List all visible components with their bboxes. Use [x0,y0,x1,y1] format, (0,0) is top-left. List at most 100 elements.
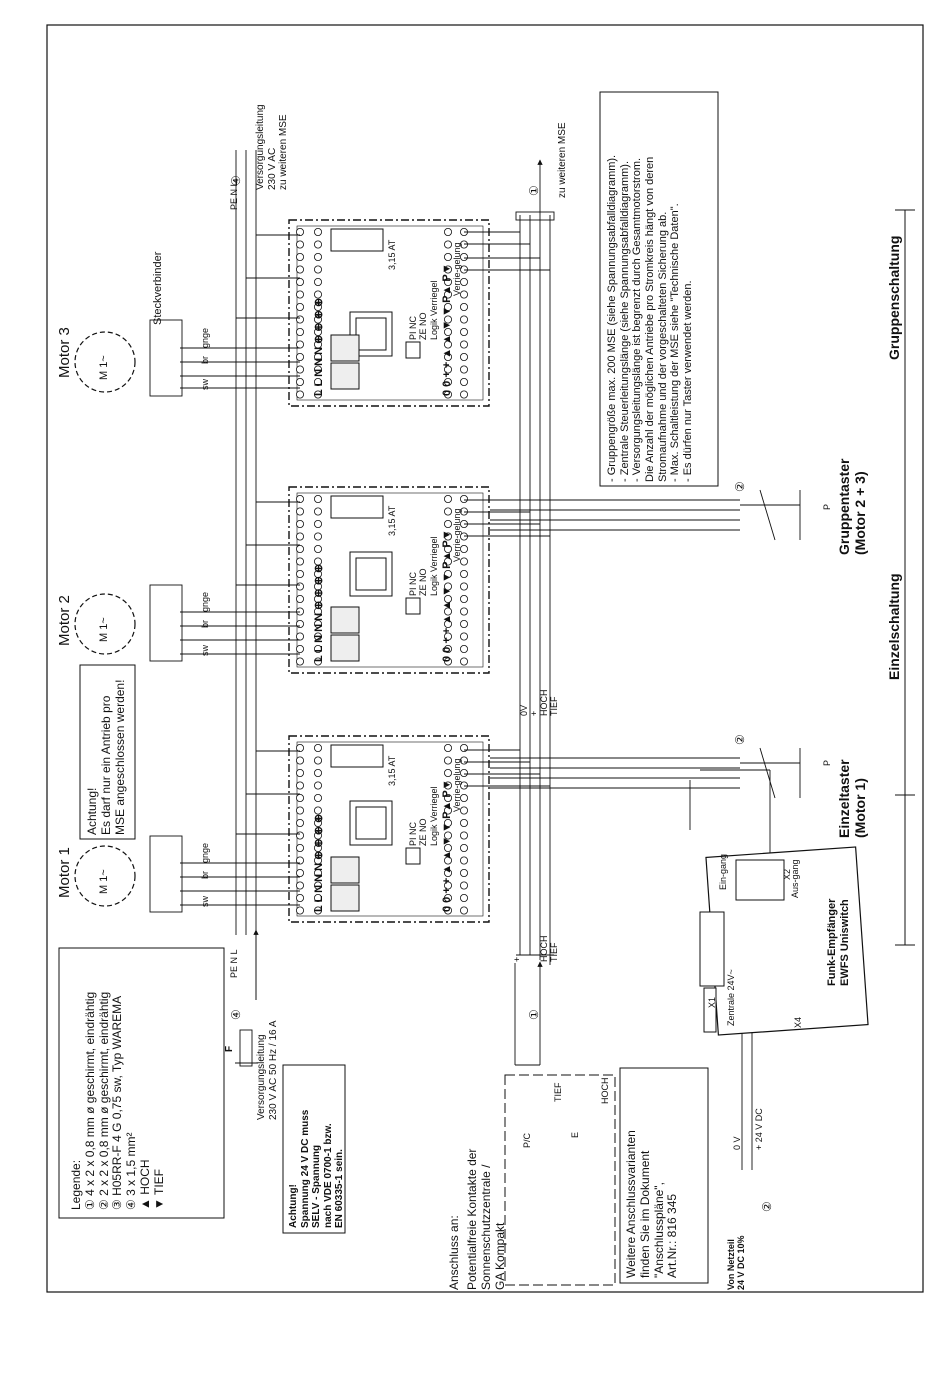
anschluss-e: E [570,1131,580,1138]
section-einzel: Einzelschaltung [886,573,902,680]
terminal-screw [443,290,452,299]
mse-2-switch: PI NC ZE NO Logik Verriegel [408,536,439,596]
bus-tief-bottom: TIEF [549,942,559,963]
mse-3-fuse: 3,15 AT [387,239,397,270]
terminal-screw [313,507,322,516]
terminal-screw [459,265,468,274]
terminal-screw [443,240,452,249]
legend-title: Legende: [69,1159,83,1210]
warning-motor-box [79,664,136,840]
terminal-screw [459,582,468,591]
terminal-screw [313,657,322,666]
terminal-screw [295,831,304,840]
terminal-screw [459,844,468,853]
terminal-screw [313,794,322,803]
info-box [599,91,719,487]
terminal-screw [313,557,322,566]
section-gruppe: Gruppenschaltung [886,235,902,360]
terminal-screw [443,844,452,853]
terminal-screw [295,520,304,529]
info-item: Stromaufnahme und der vorgeschalteten Si… [656,211,669,482]
terminal-screw [313,831,322,840]
terminal-screw [459,390,468,399]
terminal-screw [313,290,322,299]
warning-motor-line: Es darf nur ein Antrieb pro [98,695,113,835]
anschluss-line: GA Kompakt [492,1222,507,1290]
terminal-screw [459,856,468,865]
terminal-screw [459,545,468,554]
motor-1-symbol: M 1~ [98,869,110,894]
funk-ausgang: Aus-gang [790,859,800,898]
terminal-screw [459,607,468,616]
weitere-line: Weitere Anschlussvarianten [624,1130,638,1278]
terminal-screw [459,620,468,629]
terminal-screw [295,769,304,778]
info-item: Die Anzahl der möglichen Antriebe pro St… [643,156,656,482]
top-right-note: zu weiteren MSE [557,122,568,198]
terminal-screw [295,794,304,803]
terminal-screw [443,906,452,915]
einzeltaster-num: ② [733,734,747,745]
warning-selv-line: Achtung! [288,1184,299,1228]
legend-item: ② 2 x 2 x 0,8 mm ø geschirmt, eindrähtig [96,991,111,1210]
terminal-screw [459,881,468,890]
terminal-screw [443,632,452,641]
terminal-screw [295,315,304,324]
terminal-screw [443,277,452,286]
info-item: - Zentrale Steuerleitungslänge (siehe Sp… [618,160,631,482]
anschluss-line: Potentialfreie Kontakte der [465,1148,479,1290]
terminal-screw [295,781,304,790]
legend-items: ① 4 x 2 x 0,8 mm ø geschirmt, eindrähtig… [83,991,167,1210]
wire-label-br-3: br [200,355,210,364]
terminal-screw [313,620,322,629]
terminal-screw [443,227,452,236]
terminal-screw [443,831,452,840]
terminal-screw [443,265,452,274]
terminal-screw [295,844,304,853]
terminal-screw [313,377,322,386]
terminal-screw [443,252,452,261]
terminal-screw [459,794,468,803]
warning-selv-box [282,1064,346,1234]
terminal-screw [313,645,322,654]
mse-1-fuse: 3,15 AT [387,755,397,786]
anschluss-text: Anschluss an: [447,1215,461,1290]
netzteil-plus: + 24 V DC [754,1108,764,1150]
terminal-screw [313,352,322,361]
einzeltaster-p: P [822,759,832,766]
terminal-screw [459,632,468,641]
page-frame [46,24,924,1293]
terminal-screw [295,645,304,654]
mse-2-terminals-top: L L N N N ⊕ ⊕ ⊕ ⊕ [313,563,325,662]
terminal-screw [313,744,322,753]
terminal-screw [459,769,468,778]
terminal-screw [295,557,304,566]
wire-label-sw-2: sw [200,645,210,656]
weitere-box [619,1067,709,1284]
terminal-screw [443,806,452,815]
mse-2-fuse: 3,15 AT [387,505,397,536]
wire-label-br-1: br [200,870,210,879]
warning-selv-line: SELV - Spannung [311,1144,322,1228]
motor-2-symbol: M 1~ [98,617,110,642]
gruppentaster-num: ② [733,481,747,492]
terminal-screw [295,806,304,815]
terminal-screw [443,769,452,778]
terminal-screw [313,881,322,890]
wire-label-br-2: br [200,619,210,628]
terminal-screws [295,227,468,915]
bus-tief: TIEF [549,696,559,717]
terminal-screw [295,620,304,629]
anschluss-pc: P/C [522,1132,532,1148]
terminal-screw [313,781,322,790]
anschluss-tief: TIEF [553,1082,563,1103]
wire-label-sw-1: sw [200,896,210,907]
terminal-screw [443,352,452,361]
terminal-screw [443,507,452,516]
terminal-screw [295,906,304,915]
supply-bottom-num: ④ [229,1009,243,1020]
top-right-num: ① [527,185,541,196]
